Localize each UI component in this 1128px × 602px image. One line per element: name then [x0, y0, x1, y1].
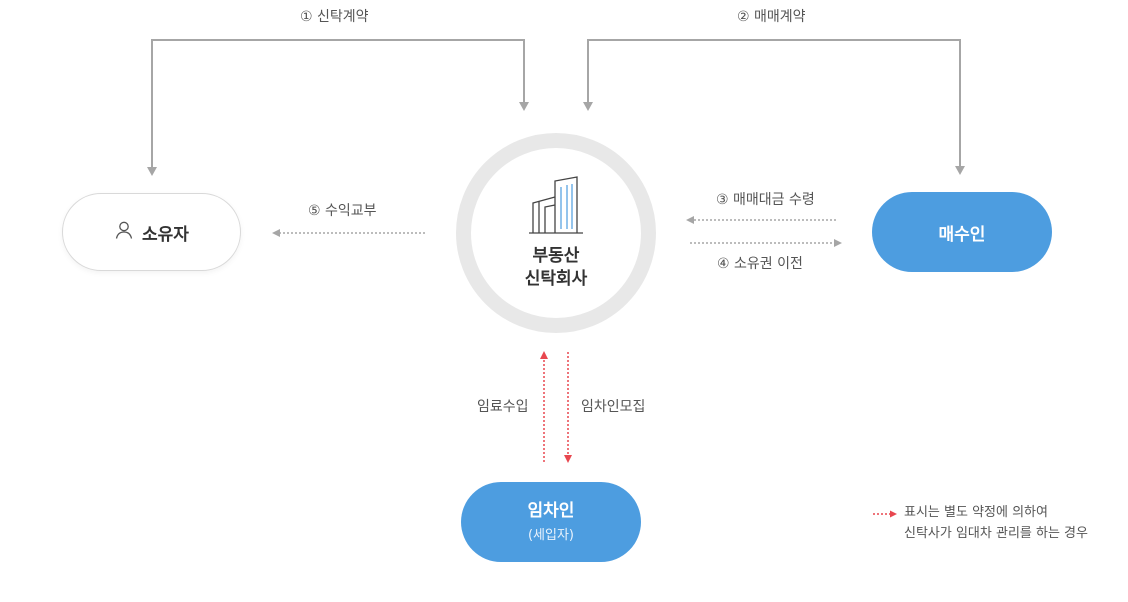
trust-company-node: 부동산 신탁회사 [456, 133, 656, 333]
red-dotted-arrow-icon [872, 504, 898, 523]
trust-contract-label: ① 신탁계약 [300, 9, 369, 25]
buyer-label: 매수인 [938, 224, 986, 245]
trust-contract-connector [151, 39, 525, 171]
center-label-line1: 부동산 [532, 246, 580, 267]
tenant-sublabel: (세입자) [527, 527, 575, 543]
sale-contract-arrowhead-buyer [955, 166, 965, 175]
profit-delivery-label: ⑤ 수익교부 [308, 203, 377, 219]
sale-contract-connector [587, 39, 961, 168]
ownership-arrowhead [834, 239, 842, 247]
center-label-line2: 신탁회사 [524, 269, 588, 289]
trust-contract-arrowhead-center [519, 102, 529, 111]
rent-income-arrowhead [540, 351, 548, 359]
tenant-recruit-label: 임차인모집 [581, 399, 646, 415]
sale-contract-label: ② 매매계약 [737, 9, 806, 25]
buyer-node: 매수인 [872, 192, 1052, 272]
tenant-label: 임차인 [527, 501, 575, 522]
building-icon [527, 175, 585, 239]
legend-line2: 신탁사가 임대차 관리를 하는 경우 [904, 525, 1088, 541]
ownership-transfer-label: ④ 소유권 이전 [717, 256, 803, 272]
legend-line1: 표시는 별도 약정에 의하여 [904, 505, 1048, 520]
legend: 표시는 별도 약정에 의하여 신탁사가 임대차 관리를 하는 경우 [872, 503, 1088, 545]
rent-income-label: 임료수입 [477, 399, 529, 415]
tenant-recruit-arrowhead [564, 455, 572, 463]
owner-node: 소유자 [62, 193, 241, 271]
profit-arrowhead [272, 229, 280, 237]
sale-contract-arrowhead-center [583, 102, 593, 111]
tenant-node: 임차인 (세입자) [461, 482, 641, 562]
payment-receipt-label: ③ 매매대금 수령 [716, 192, 815, 208]
owner-label: 소유자 [142, 224, 189, 245]
person-icon [114, 220, 134, 244]
trust-contract-arrowhead-owner [147, 167, 157, 176]
payment-arrowhead [686, 216, 694, 224]
